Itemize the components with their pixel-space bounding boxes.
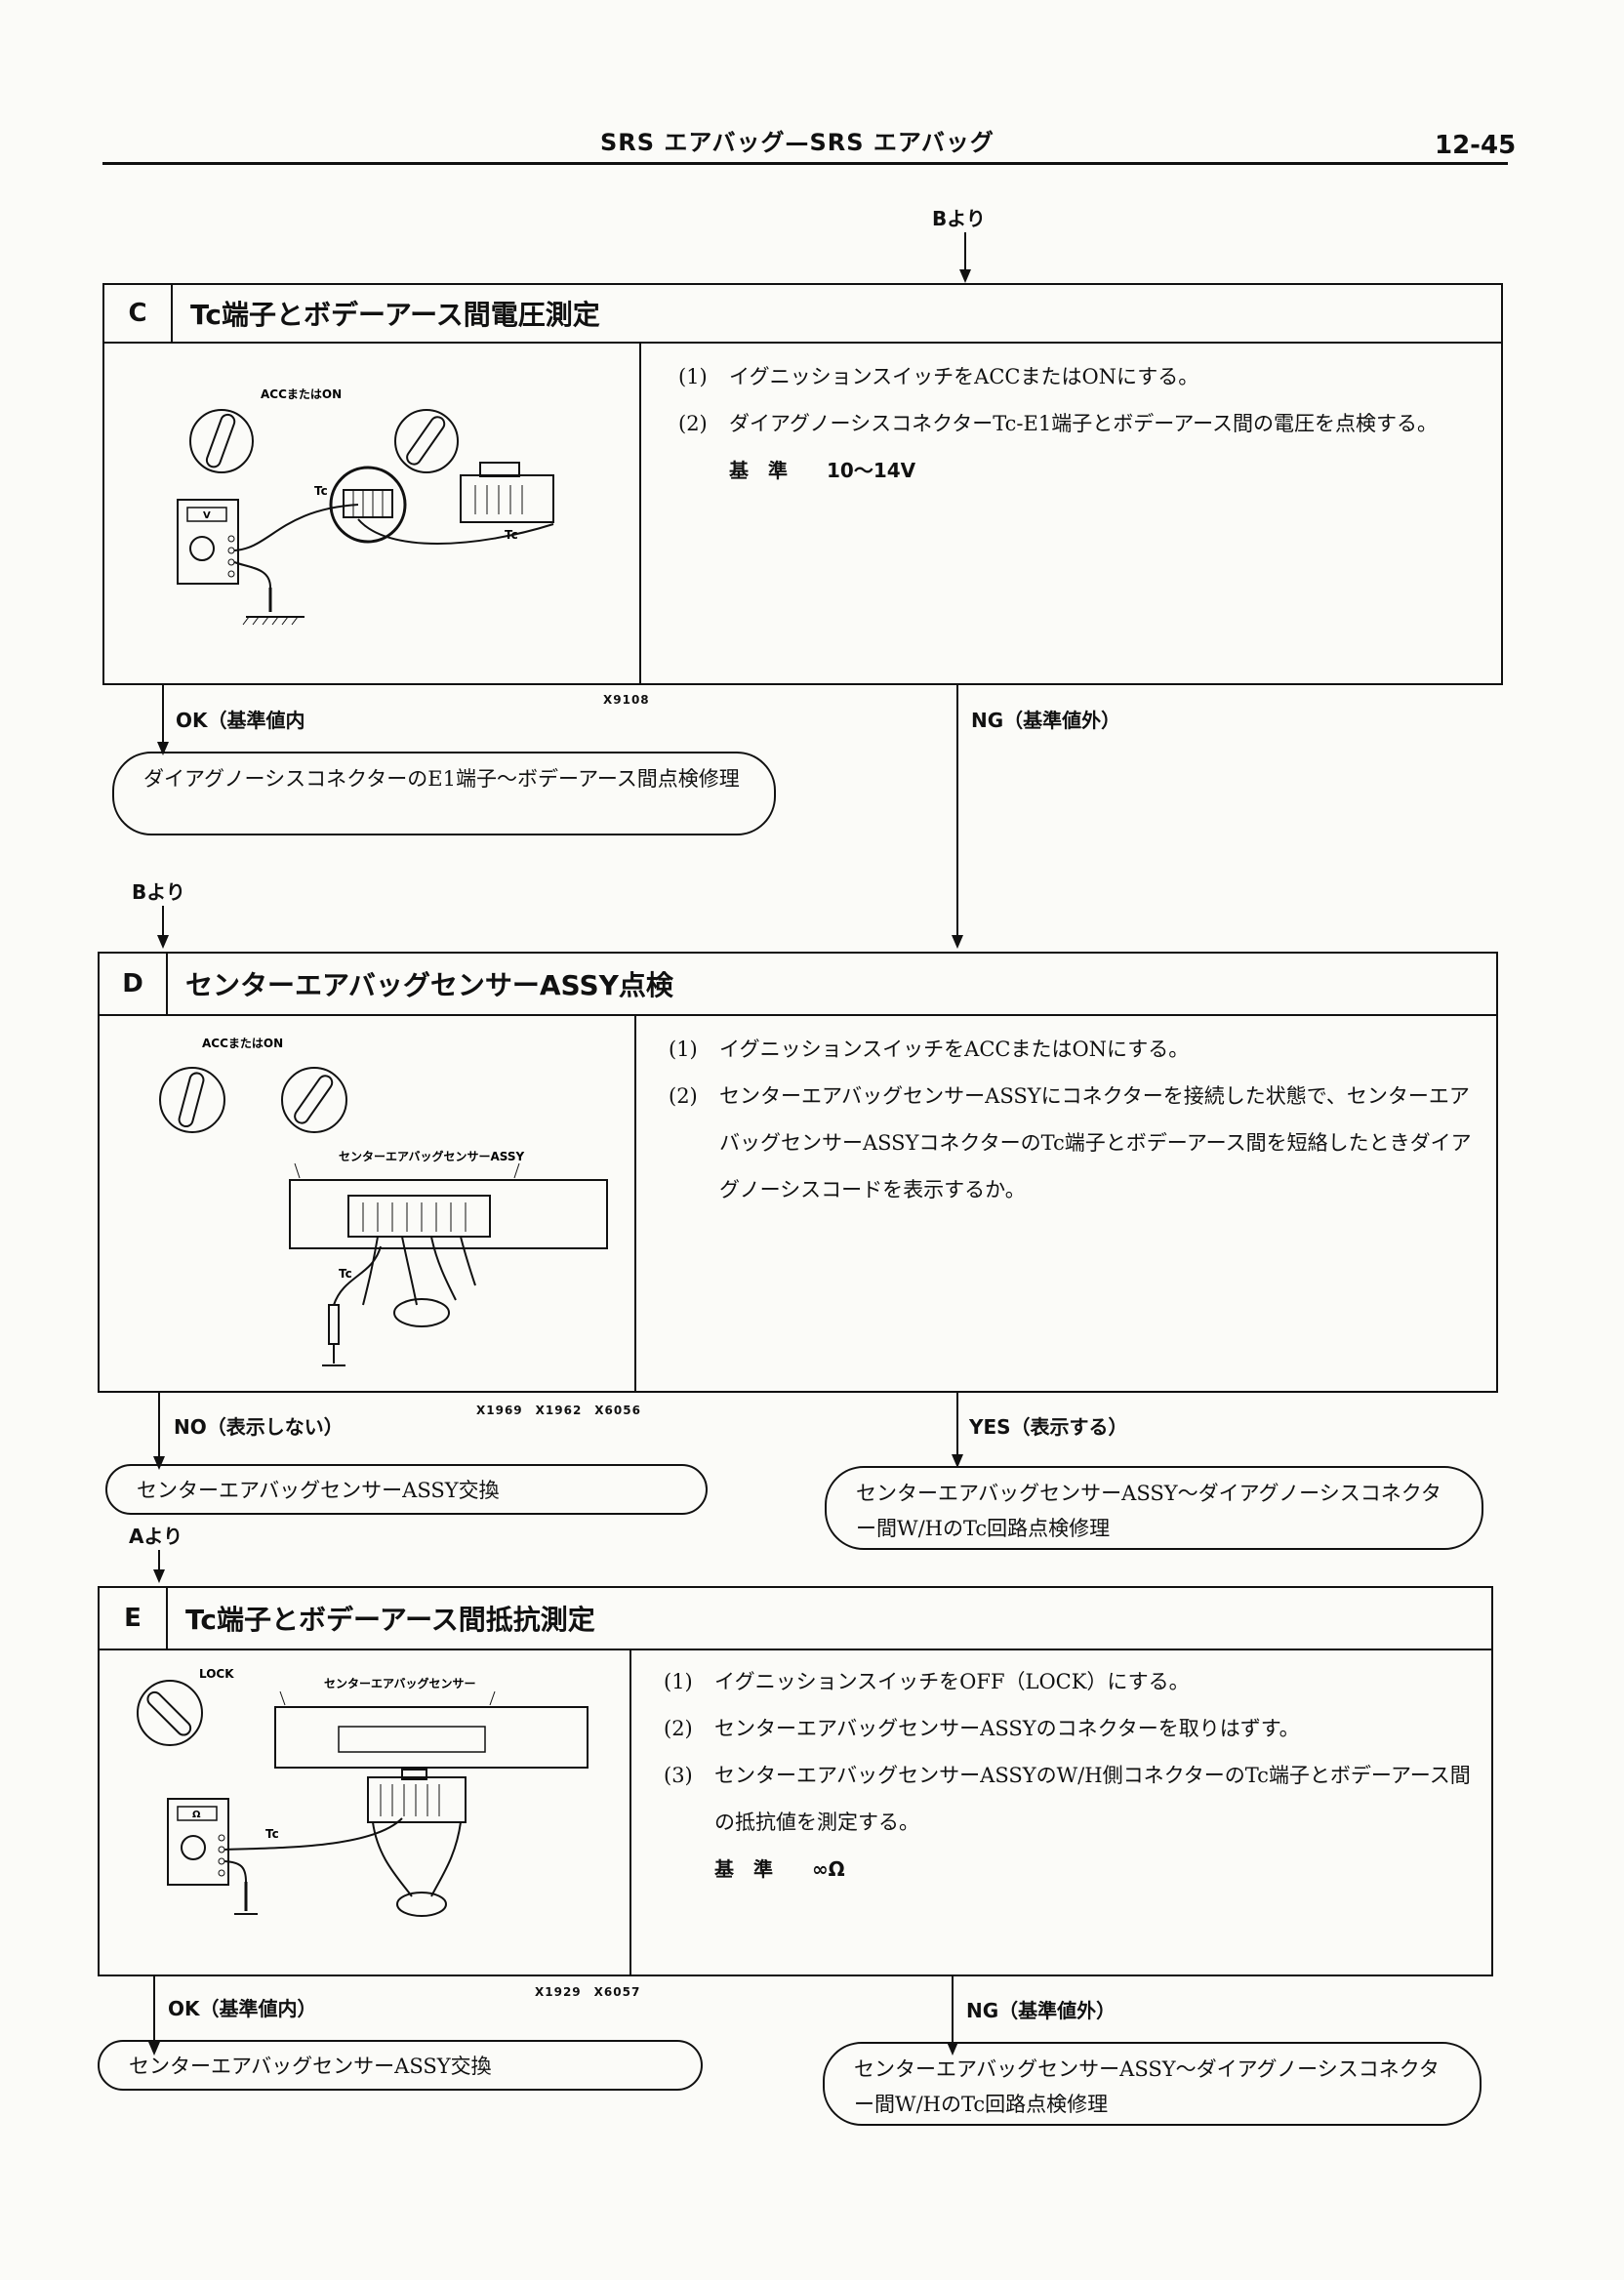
flow-label-from-a: Aより bbox=[129, 1525, 183, 1548]
ignition-switch-icon bbox=[281, 1067, 347, 1133]
step-e-header: E Tc端子とボデーアース間抵抗測定 bbox=[100, 1588, 1491, 1650]
instruction: (1)イグニッションスイッチをACCまたはONにする。 bbox=[678, 365, 1199, 388]
step-d-divider bbox=[634, 1014, 636, 1391]
switch-label: ACCまたはON bbox=[202, 1037, 283, 1050]
step-c-header: C Tc端子とボデーアース間電圧測定 bbox=[104, 285, 1501, 344]
connector-line bbox=[153, 1976, 155, 2045]
step-d-instructions: (1)イグニッションスイッチをACCまたはONにする。 (2)センターエアバッグ… bbox=[669, 1026, 1483, 1213]
header-rule bbox=[102, 162, 1508, 165]
connector-line bbox=[952, 1976, 954, 2045]
connector-line bbox=[956, 685, 958, 939]
step-c-letter: C bbox=[104, 285, 173, 342]
tc-label: Tc bbox=[265, 1827, 279, 1841]
tc-label: Tc bbox=[339, 1267, 352, 1281]
step-c-box: C Tc端子とボデーアース間電圧測定 ACCまたはON Tc Tc V bbox=[102, 283, 1503, 685]
tc-label: Tc bbox=[314, 484, 328, 498]
step-c-title: Tc端子とボデーアース間電圧測定 bbox=[190, 299, 600, 331]
ng-branch-label: NG（基準値外） bbox=[971, 709, 1121, 732]
instruction: (2)ダイアグノーシスコネクターTc-E1端子とボデーアース間の電圧を点検する。 bbox=[678, 412, 1439, 435]
voltmeter bbox=[177, 499, 239, 585]
sensor-label: センターエアバッグセンサーASSY bbox=[339, 1149, 525, 1163]
step-c-figure: ACCまたはON Tc Tc V bbox=[177, 387, 554, 626]
ignition-switch-icon bbox=[137, 1680, 203, 1746]
ok-branch-label: OK（基準値内 bbox=[176, 709, 305, 732]
step-c-divider bbox=[639, 342, 641, 683]
ignition-switch-icon bbox=[189, 409, 254, 473]
result-replace-sensor: センターエアバッグセンサーASSY交換 bbox=[98, 2040, 703, 2091]
step-e-divider bbox=[629, 1649, 631, 1975]
instruction: (2)センターエアバッグセンサーASSYのコネクターを取りはずす。 bbox=[664, 1717, 1300, 1740]
connector-line bbox=[158, 1550, 160, 1571]
instruction: (1)イグニッションスイッチをOFF（LOCK）にする。 bbox=[664, 1670, 1190, 1693]
connector-line bbox=[956, 1393, 958, 1457]
header-title: SRS エアバッグ—SRS エアバッグ bbox=[600, 129, 995, 156]
figure-ref: X1969 X1962 X6056 bbox=[476, 1404, 641, 1417]
step-e-title: Tc端子とボデーアース間抵抗測定 bbox=[185, 1604, 595, 1636]
arrow-head bbox=[153, 1569, 165, 1583]
standard-value: 基 準∞Ω bbox=[714, 1857, 845, 1881]
diagnosis-connector bbox=[329, 466, 407, 544]
sensor-connector bbox=[347, 1195, 491, 1238]
result-repair-tc-circuit: センターエアバッグセンサーASSY〜ダイアグノーシスコネクター間W/HのTc回路… bbox=[823, 2042, 1482, 2126]
connector-block bbox=[460, 474, 554, 523]
connector-line bbox=[162, 685, 164, 744]
meter-label: Ω bbox=[192, 1810, 201, 1820]
flow-label-from-b: Bより bbox=[932, 207, 986, 230]
instruction: (3)センターエアバッグセンサーASSYのW/H側コネクターのTc端子とボデーア… bbox=[664, 1764, 1471, 1834]
result-replace-sensor: センターエアバッグセンサーASSY交換 bbox=[105, 1464, 708, 1515]
meter-label: V bbox=[203, 510, 211, 521]
step-d-letter: D bbox=[100, 954, 168, 1014]
no-branch-label: NO（表示しない） bbox=[174, 1415, 344, 1439]
arrow-head bbox=[947, 2042, 958, 2056]
sensor-assy bbox=[289, 1179, 608, 1249]
ok-branch-label: OK（基準値内） bbox=[168, 1997, 317, 2020]
step-e-letter: E bbox=[100, 1588, 168, 1649]
instruction: (2)センターエアバッグセンサーASSYにコネクターを接続した状態で、センターエ… bbox=[669, 1084, 1472, 1201]
switch-label: LOCK bbox=[199, 1667, 234, 1681]
page-number: 12-45 bbox=[1435, 131, 1517, 160]
connector-line bbox=[162, 906, 164, 937]
step-d-header: D センターエアバッグセンサーASSY点検 bbox=[100, 954, 1496, 1016]
step-c-instructions: (1)イグニッションスイッチをACCまたはONにする。 (2)ダイアグノーシスコ… bbox=[678, 353, 1488, 494]
arrow-head bbox=[952, 935, 963, 949]
switch-label: ACCまたはON bbox=[261, 387, 342, 401]
sensor-assy bbox=[274, 1706, 589, 1769]
arrow-head bbox=[148, 2042, 160, 2056]
step-e-instructions: (1)イグニッションスイッチをOFF（LOCK）にする。 (2)センターエアバッ… bbox=[664, 1658, 1479, 1893]
figure-ref: X1929 X6057 bbox=[535, 1985, 641, 1999]
arrow-head bbox=[952, 1454, 963, 1468]
step-d-figure: ACCまたはON センターエアバッグセンサーASSY Tc bbox=[159, 1037, 608, 1366]
arrow-head bbox=[959, 269, 971, 283]
arrow-head bbox=[157, 935, 169, 949]
connector-line bbox=[158, 1393, 160, 1459]
figure-ref: X9108 bbox=[603, 693, 650, 707]
ignition-switch-icon bbox=[159, 1067, 225, 1133]
step-d-title: センターエアバッグセンサーASSY点検 bbox=[185, 969, 673, 1001]
arrow-head bbox=[153, 1456, 165, 1470]
yes-branch-label: YES（表示する） bbox=[969, 1415, 1128, 1439]
result-repair-tc-circuit: センターエアバッグセンサーASSY〜ダイアグノーシスコネクター間W/HのTc回路… bbox=[825, 1466, 1483, 1550]
connector-line bbox=[964, 232, 966, 271]
flow-label-from-b: Bより bbox=[132, 880, 185, 904]
sensor-label: センターエアバッグセンサー bbox=[324, 1676, 476, 1690]
step-e-figure: LOCK センターエアバッグセンサー Ω Tc bbox=[137, 1667, 589, 1917]
ignition-switch-icon bbox=[394, 409, 459, 473]
step-e-box: E Tc端子とボデーアース間抵抗測定 LOCK センターエアバッグセンサー Ω … bbox=[98, 1586, 1493, 1976]
instruction: (1)イグニッションスイッチをACCまたはONにする。 bbox=[669, 1038, 1190, 1061]
ohmmeter bbox=[167, 1798, 229, 1886]
result-repair-e1: ダイアグノーシスコネクターのE1端子〜ボデーアース間点検修理 bbox=[112, 752, 776, 835]
ng-branch-label: NG（基準値外） bbox=[966, 1999, 1116, 2022]
harness-connector bbox=[367, 1776, 467, 1823]
step-d-box: D センターエアバッグセンサーASSY点検 ACCまたはON センターエアバッグ… bbox=[98, 952, 1498, 1393]
